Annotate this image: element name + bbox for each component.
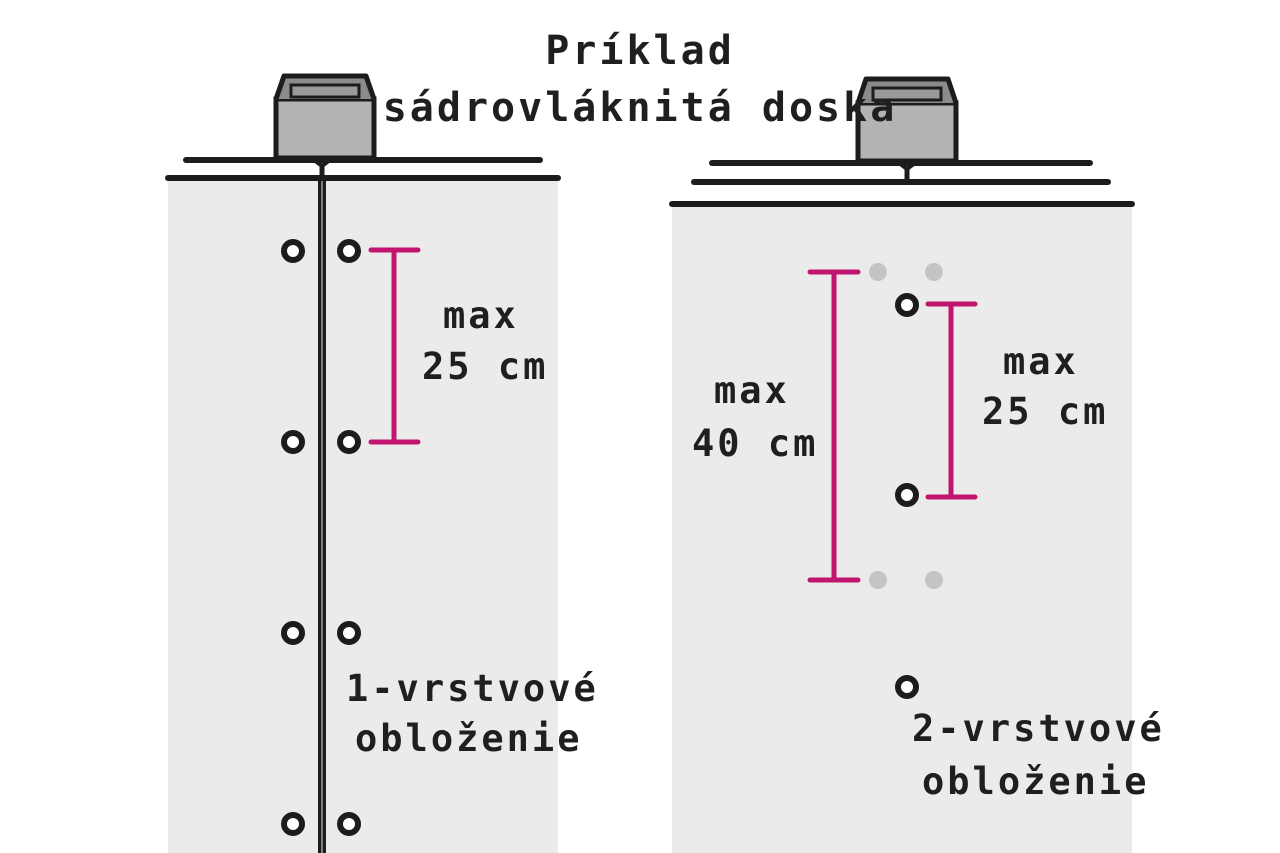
faint-screw	[925, 571, 943, 589]
title-line-1: Príklad	[545, 28, 735, 74]
left-layer-label-2: obloženie	[355, 717, 583, 760]
screw	[895, 293, 919, 317]
screw	[337, 239, 361, 263]
right-inner-dimension-bracket	[925, 301, 978, 500]
right-inner-max-label: max	[1003, 340, 1079, 383]
faint-screw	[869, 263, 887, 281]
screw	[281, 239, 305, 263]
right-double-layer-panel	[669, 76, 1135, 853]
right-layer-label-1: 2-vrstvové	[912, 707, 1165, 750]
left-max-value: 25 cm	[422, 345, 549, 388]
left-screws	[281, 239, 361, 836]
screw	[895, 675, 919, 699]
right-outer-dimension-bracket	[807, 269, 861, 583]
left-stud-profile-icon	[273, 73, 377, 161]
right-stud-profile-icon	[855, 76, 959, 164]
right-outer-max-label: max	[714, 369, 790, 412]
screw	[281, 812, 305, 836]
screw	[337, 621, 361, 645]
screw	[337, 812, 361, 836]
left-board	[168, 180, 558, 853]
faint-screw	[925, 263, 943, 281]
title-line-2: sádrovláknitá doska	[382, 85, 898, 131]
right-outer-max-value: 40 cm	[692, 422, 819, 465]
screw	[895, 483, 919, 507]
faint-screw	[869, 571, 887, 589]
right-second-layer-screws	[895, 293, 919, 699]
left-max-label: max	[443, 294, 519, 337]
screw	[281, 430, 305, 454]
left-layer-label-1: 1-vrstvové	[346, 667, 599, 710]
screw	[337, 430, 361, 454]
screw	[281, 621, 305, 645]
right-first-layer-screws	[869, 263, 943, 589]
left-single-layer-panel	[165, 73, 561, 853]
right-layer-label-2: obloženie	[922, 760, 1150, 803]
right-inner-max-value: 25 cm	[982, 390, 1109, 433]
left-dimension-bracket	[368, 247, 421, 445]
